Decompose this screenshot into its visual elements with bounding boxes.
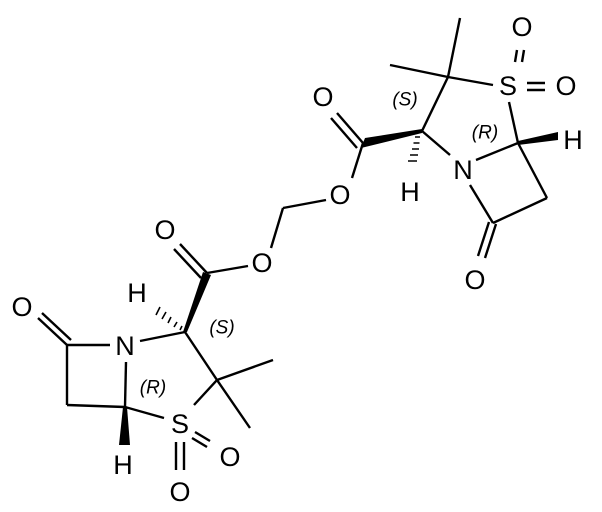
bond-methyl (216, 379, 251, 429)
bond-c-o-double (173, 248, 202, 279)
wedge-bond (361, 129, 422, 148)
bond-methyl (216, 358, 274, 382)
bond-c5-ch2 (516, 142, 549, 199)
wedge-bond (518, 132, 558, 145)
atom-hydrogen: H (563, 125, 583, 155)
atom-oxygen: O (11, 292, 32, 322)
bond-s-o-double (520, 49, 526, 63)
top-unit-bonds (282, 17, 558, 259)
bond-s-o-double (513, 49, 519, 63)
atom-hydrogen: H (127, 278, 147, 308)
atom-oxygen: O (312, 82, 333, 112)
atom-nitrogen: N (115, 331, 135, 361)
stereo-descriptor: (R) (140, 378, 166, 399)
atom-oxygen: O (511, 12, 532, 42)
bond-c7-o (483, 223, 498, 259)
bond-c7-o (37, 317, 68, 346)
atom-oxygen: O (154, 215, 175, 245)
bond-s-o-double (191, 436, 208, 449)
bond-alpha-n (421, 130, 451, 156)
atom-oxygen: O (169, 477, 190, 507)
bottom-unit-labels: O O H N O H S O O (S) (R) (11, 215, 272, 507)
top-unit-labels: O O S O O H N H O (S) (R) (312, 12, 582, 295)
bond-cq-alpha (420, 76, 450, 132)
atom-hydrogen: H (400, 177, 420, 207)
bond-c5-n (123, 361, 128, 408)
atom-sulfur: S (499, 71, 517, 101)
bond-methyl (446, 17, 462, 78)
bond-s-o-double (194, 430, 211, 443)
bond-o-ch2 (282, 198, 327, 210)
bond-ch2-c7 (492, 196, 548, 225)
atom-oxygen: O (329, 180, 350, 210)
atom-hydrogen: H (113, 450, 133, 480)
bottom-unit-bonds (37, 207, 285, 470)
bond-ch2-o (269, 207, 285, 249)
hash-bond (155, 306, 183, 331)
bond-c7-n (468, 184, 495, 224)
bond-c5-s (124, 405, 165, 420)
bond-alpha-cq (184, 331, 218, 381)
bond-ch2-c5 (66, 403, 126, 409)
bond-c7-o (41, 312, 72, 341)
bond-c-o-double (330, 117, 358, 149)
bond-cq-s (193, 379, 218, 406)
stereo-descriptor: (S) (392, 90, 417, 111)
bond-c5-n (475, 141, 519, 162)
stereo-descriptor: (S) (209, 318, 234, 339)
bond-c-oester (350, 142, 365, 179)
bond-c7-o (476, 221, 491, 257)
atom-oxygen: O (251, 248, 272, 278)
stereo-descriptor: (R) (472, 123, 498, 144)
bond-o-c (206, 264, 249, 275)
bond-c-s (447, 75, 494, 87)
bond-c-o-double (179, 243, 208, 274)
wedge-bond (119, 407, 130, 445)
atom-oxygen: O (555, 71, 576, 101)
bond-s-c5 (507, 101, 520, 144)
atom-oxygen: O (464, 265, 485, 295)
atom-oxygen: O (219, 442, 240, 472)
bond-c-o-double (336, 112, 364, 144)
hash-bond (408, 136, 420, 162)
atom-nitrogen: N (453, 155, 473, 185)
atom-sulfur: S (171, 409, 189, 439)
bond-alpha-n (139, 330, 186, 343)
bond-methyl (389, 63, 449, 79)
wedge-bond (183, 272, 211, 332)
